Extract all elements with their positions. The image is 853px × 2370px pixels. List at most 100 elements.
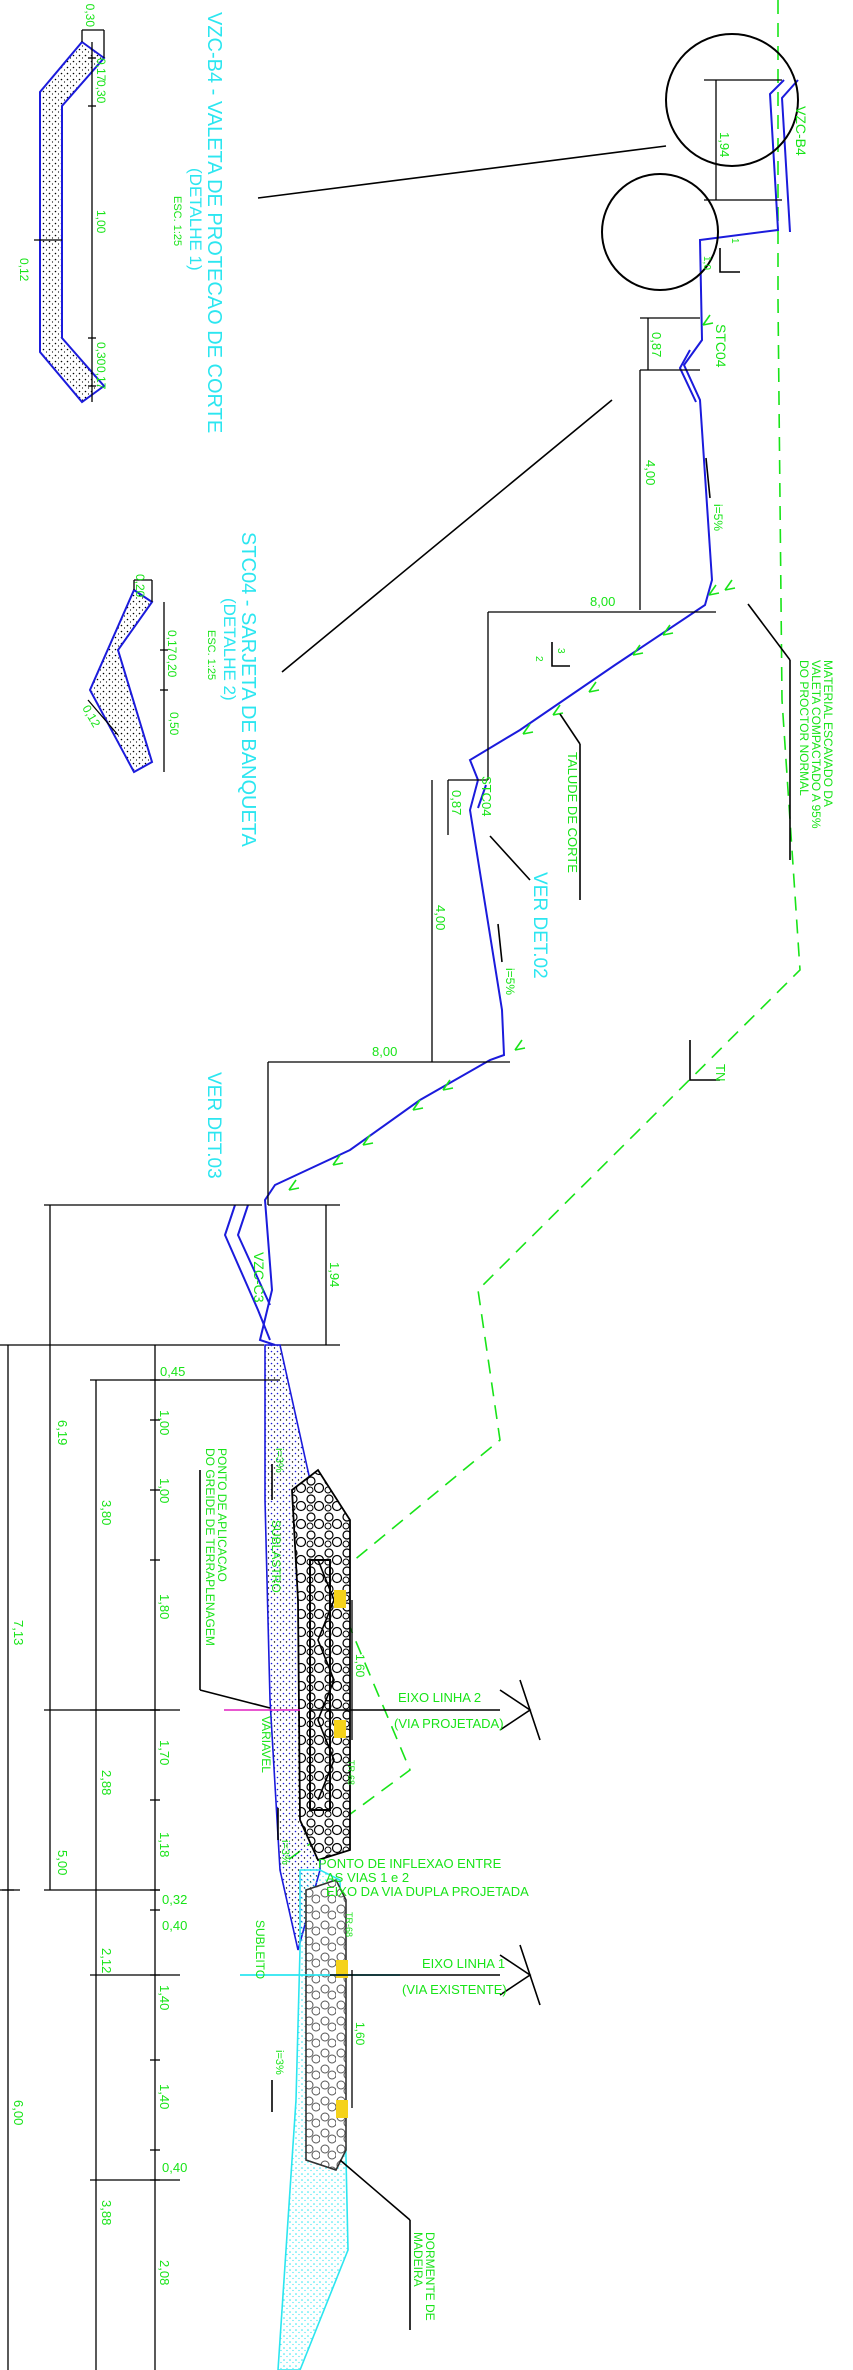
detail-2-title: STC04 - SARJETA DE BANQUETA bbox=[237, 532, 259, 848]
detail-2-dim-0: 0,20 bbox=[133, 574, 147, 598]
ver-det03-label: VER DET.03 bbox=[203, 1072, 224, 1179]
profile-dim-4: 0,87 bbox=[449, 790, 464, 815]
ver-det02-label: VER DET.02 bbox=[529, 872, 550, 979]
rail-1 bbox=[334, 1590, 346, 1608]
section-inner-dim-6: 0,32 bbox=[162, 1892, 187, 1907]
section-inner-dim-3: 1,80 bbox=[157, 1594, 172, 1619]
section-inner-dim-1: 1,00 bbox=[157, 1410, 172, 1435]
sleeper-projected bbox=[309, 1559, 331, 1811]
profile-dim-3: 8,00 bbox=[590, 594, 615, 609]
detail-2-dim-1: 0,17 bbox=[165, 630, 179, 654]
stc04-label-a: STC04 bbox=[479, 776, 494, 816]
slope-hatch bbox=[288, 314, 736, 1191]
slope-ratio-b: 1 bbox=[729, 238, 740, 244]
detail-1-dim-0: 0,30 bbox=[83, 4, 97, 28]
tn-label: TN bbox=[713, 1064, 728, 1081]
inflexao-label-2: AS VIAS 1 e 2 bbox=[326, 1870, 409, 1885]
section-inner-dim-11: 2,08 bbox=[157, 2260, 172, 2285]
sublastro-label: SUBLASTRO bbox=[269, 1520, 283, 1593]
material-label-2: VALETA COMPACTADO A 95% bbox=[809, 660, 823, 829]
detail-2: 0,20 0,17 0,20 0,50 0,12 STC04 - SARJETA… bbox=[79, 532, 259, 848]
section-inner-dim-4: 1,70 bbox=[157, 1740, 172, 1765]
detail-2-dim-2: 0,20 bbox=[165, 654, 179, 678]
detail-1-circle bbox=[665, 33, 799, 167]
section-inner-dim-9: 1,40 bbox=[157, 2084, 172, 2109]
dormente-label-1: DORMENTE DE bbox=[423, 2232, 437, 2321]
section-inner-dim-10: 0,40 bbox=[162, 2160, 187, 2175]
terrain-line bbox=[287, 0, 801, 1861]
profile-line bbox=[258, 79, 785, 1346]
detail-1-subtitle: (DETALHE 1) bbox=[186, 168, 205, 271]
eixo-linha-1-sub: (VIA EXISTENTE) bbox=[402, 1982, 507, 1997]
slope-ratio-d: 2 bbox=[533, 656, 544, 662]
material-label-3: DO PROCTOR NORMAL bbox=[797, 660, 811, 796]
gauge-projected: 1,60 bbox=[353, 1654, 367, 1678]
tn-marker bbox=[689, 1040, 720, 1081]
detail-1-dim-1: 0,17 bbox=[94, 58, 108, 82]
detail-2-circle bbox=[601, 173, 719, 291]
profile-dim-0: 1,94 bbox=[717, 132, 732, 157]
subleito-label: SUBLEITO bbox=[253, 1920, 267, 1979]
profile-dim-1: 0,87 bbox=[649, 332, 664, 357]
eixo-dupla-label: EIXO DA VIA DUPLA PROJETADA bbox=[326, 1884, 529, 1899]
section-left-dim-3: 6,00 bbox=[11, 2100, 26, 2125]
detail-2-scale: ESC. 1:25 bbox=[205, 630, 217, 680]
detail-1-dim-6: 0,17 bbox=[94, 366, 108, 390]
profile-dim-2: 4,00 bbox=[643, 460, 658, 485]
material-label-1: MATERIAL ESCAVADO DA bbox=[821, 660, 835, 807]
detail-2-subtitle: (DETALHE 2) bbox=[220, 598, 239, 701]
section-inner-dim-7: 0,40 bbox=[162, 1918, 187, 1933]
track-section: 6,19 7,13 5,00 6,00 3,80 2,88 2,12 3,88 … bbox=[0, 1204, 541, 2370]
detail-1: 0,30 0,17 0,30 1,00 0,12 0,30 0,17 VZC-B… bbox=[17, 4, 225, 434]
talude-label: TALUDE DE CORTE bbox=[565, 752, 580, 873]
detail-1-leader bbox=[257, 145, 667, 199]
variavel-label: VARIAVEL bbox=[259, 1716, 273, 1773]
profile-slope-0: i=5% bbox=[711, 504, 725, 531]
eixo-2-marker bbox=[499, 1679, 541, 1741]
circle-label-stc04: STC04 bbox=[713, 324, 729, 368]
section-mid-dim-2: 2,12 bbox=[99, 1948, 114, 1973]
gauge-existing: 1,60 bbox=[353, 2022, 367, 2046]
slope-profile: VZC-B4 STC04 1,94 0,87 4,00 8,00 0,87 4,… bbox=[203, 0, 835, 1861]
section-inner-dim-8: 1,40 bbox=[157, 1985, 172, 2010]
circle-label-vzc-b4: VZC-B4 bbox=[793, 106, 809, 156]
section-left-dim-0: 6,19 bbox=[55, 1420, 70, 1445]
ponto-aplicacao-2: DO GREIDE DE TERRAPLENAGEM bbox=[203, 1448, 217, 1646]
eixo-linha-2-sub: (VIA PROJETADA) bbox=[394, 1716, 504, 1731]
section-mid-dim-1: 2,88 bbox=[99, 1770, 114, 1795]
rail-3 bbox=[336, 1960, 348, 1978]
detail-2-leader bbox=[281, 399, 613, 673]
section-inner-dim-2: 1,00 bbox=[157, 1478, 172, 1503]
slope-ratio-symbol-2 bbox=[551, 642, 570, 667]
detail-1-scale: ESC. 1:25 bbox=[171, 196, 183, 246]
section-mid-dim-3: 3,88 bbox=[99, 2200, 114, 2225]
vzc-c3-label: VZC-C3 bbox=[251, 1252, 267, 1303]
profile-dim-7: 1,94 bbox=[327, 1262, 342, 1287]
ballast-existing bbox=[305, 1879, 347, 2171]
section-left-dim-1: 7,13 bbox=[11, 1620, 26, 1645]
detail-1-title: VZC-B4 - VALETA DE PROTECAO DE CORTE bbox=[203, 12, 225, 433]
section-mid-dim-0: 3,80 bbox=[99, 1500, 114, 1525]
eixo-linha-1: EIXO LINHA 1 bbox=[422, 1956, 505, 1971]
section-slope-1: i=3% bbox=[279, 1840, 291, 1865]
section-slope-0: i=3% bbox=[273, 1448, 285, 1473]
sleeper-type-b: TR-68 bbox=[344, 1912, 354, 1937]
slope-ratio-symbol-1 bbox=[719, 248, 740, 273]
detail-2-dim-3: 0,50 bbox=[167, 712, 181, 736]
detail-1-channel-shape bbox=[39, 40, 106, 404]
rail-2 bbox=[334, 1720, 346, 1738]
detail-1-dim-4: 0,12 bbox=[17, 258, 31, 282]
profile-slope-1: i=5% bbox=[503, 968, 517, 995]
detail-1-dim-3: 1,00 bbox=[94, 210, 108, 234]
section-left-dim-2: 5,00 bbox=[55, 1850, 70, 1875]
detail-1-dim-2: 0,30 bbox=[94, 80, 108, 104]
sleeper-type-a: TR-68 bbox=[346, 1760, 356, 1785]
ballast-projected bbox=[291, 1468, 351, 1862]
section-inner-dim-0: 0,45 bbox=[160, 1364, 185, 1379]
profile-dim-6: 8,00 bbox=[372, 1044, 397, 1059]
inflexao-label-1: PONTO DE INFLEXAO ENTRE bbox=[318, 1856, 502, 1871]
detail-1-dim-5: 0,30 bbox=[94, 342, 108, 366]
section-slope-2: i=3% bbox=[273, 2050, 285, 2075]
slope-ratio-a: 1,0 bbox=[701, 256, 712, 270]
